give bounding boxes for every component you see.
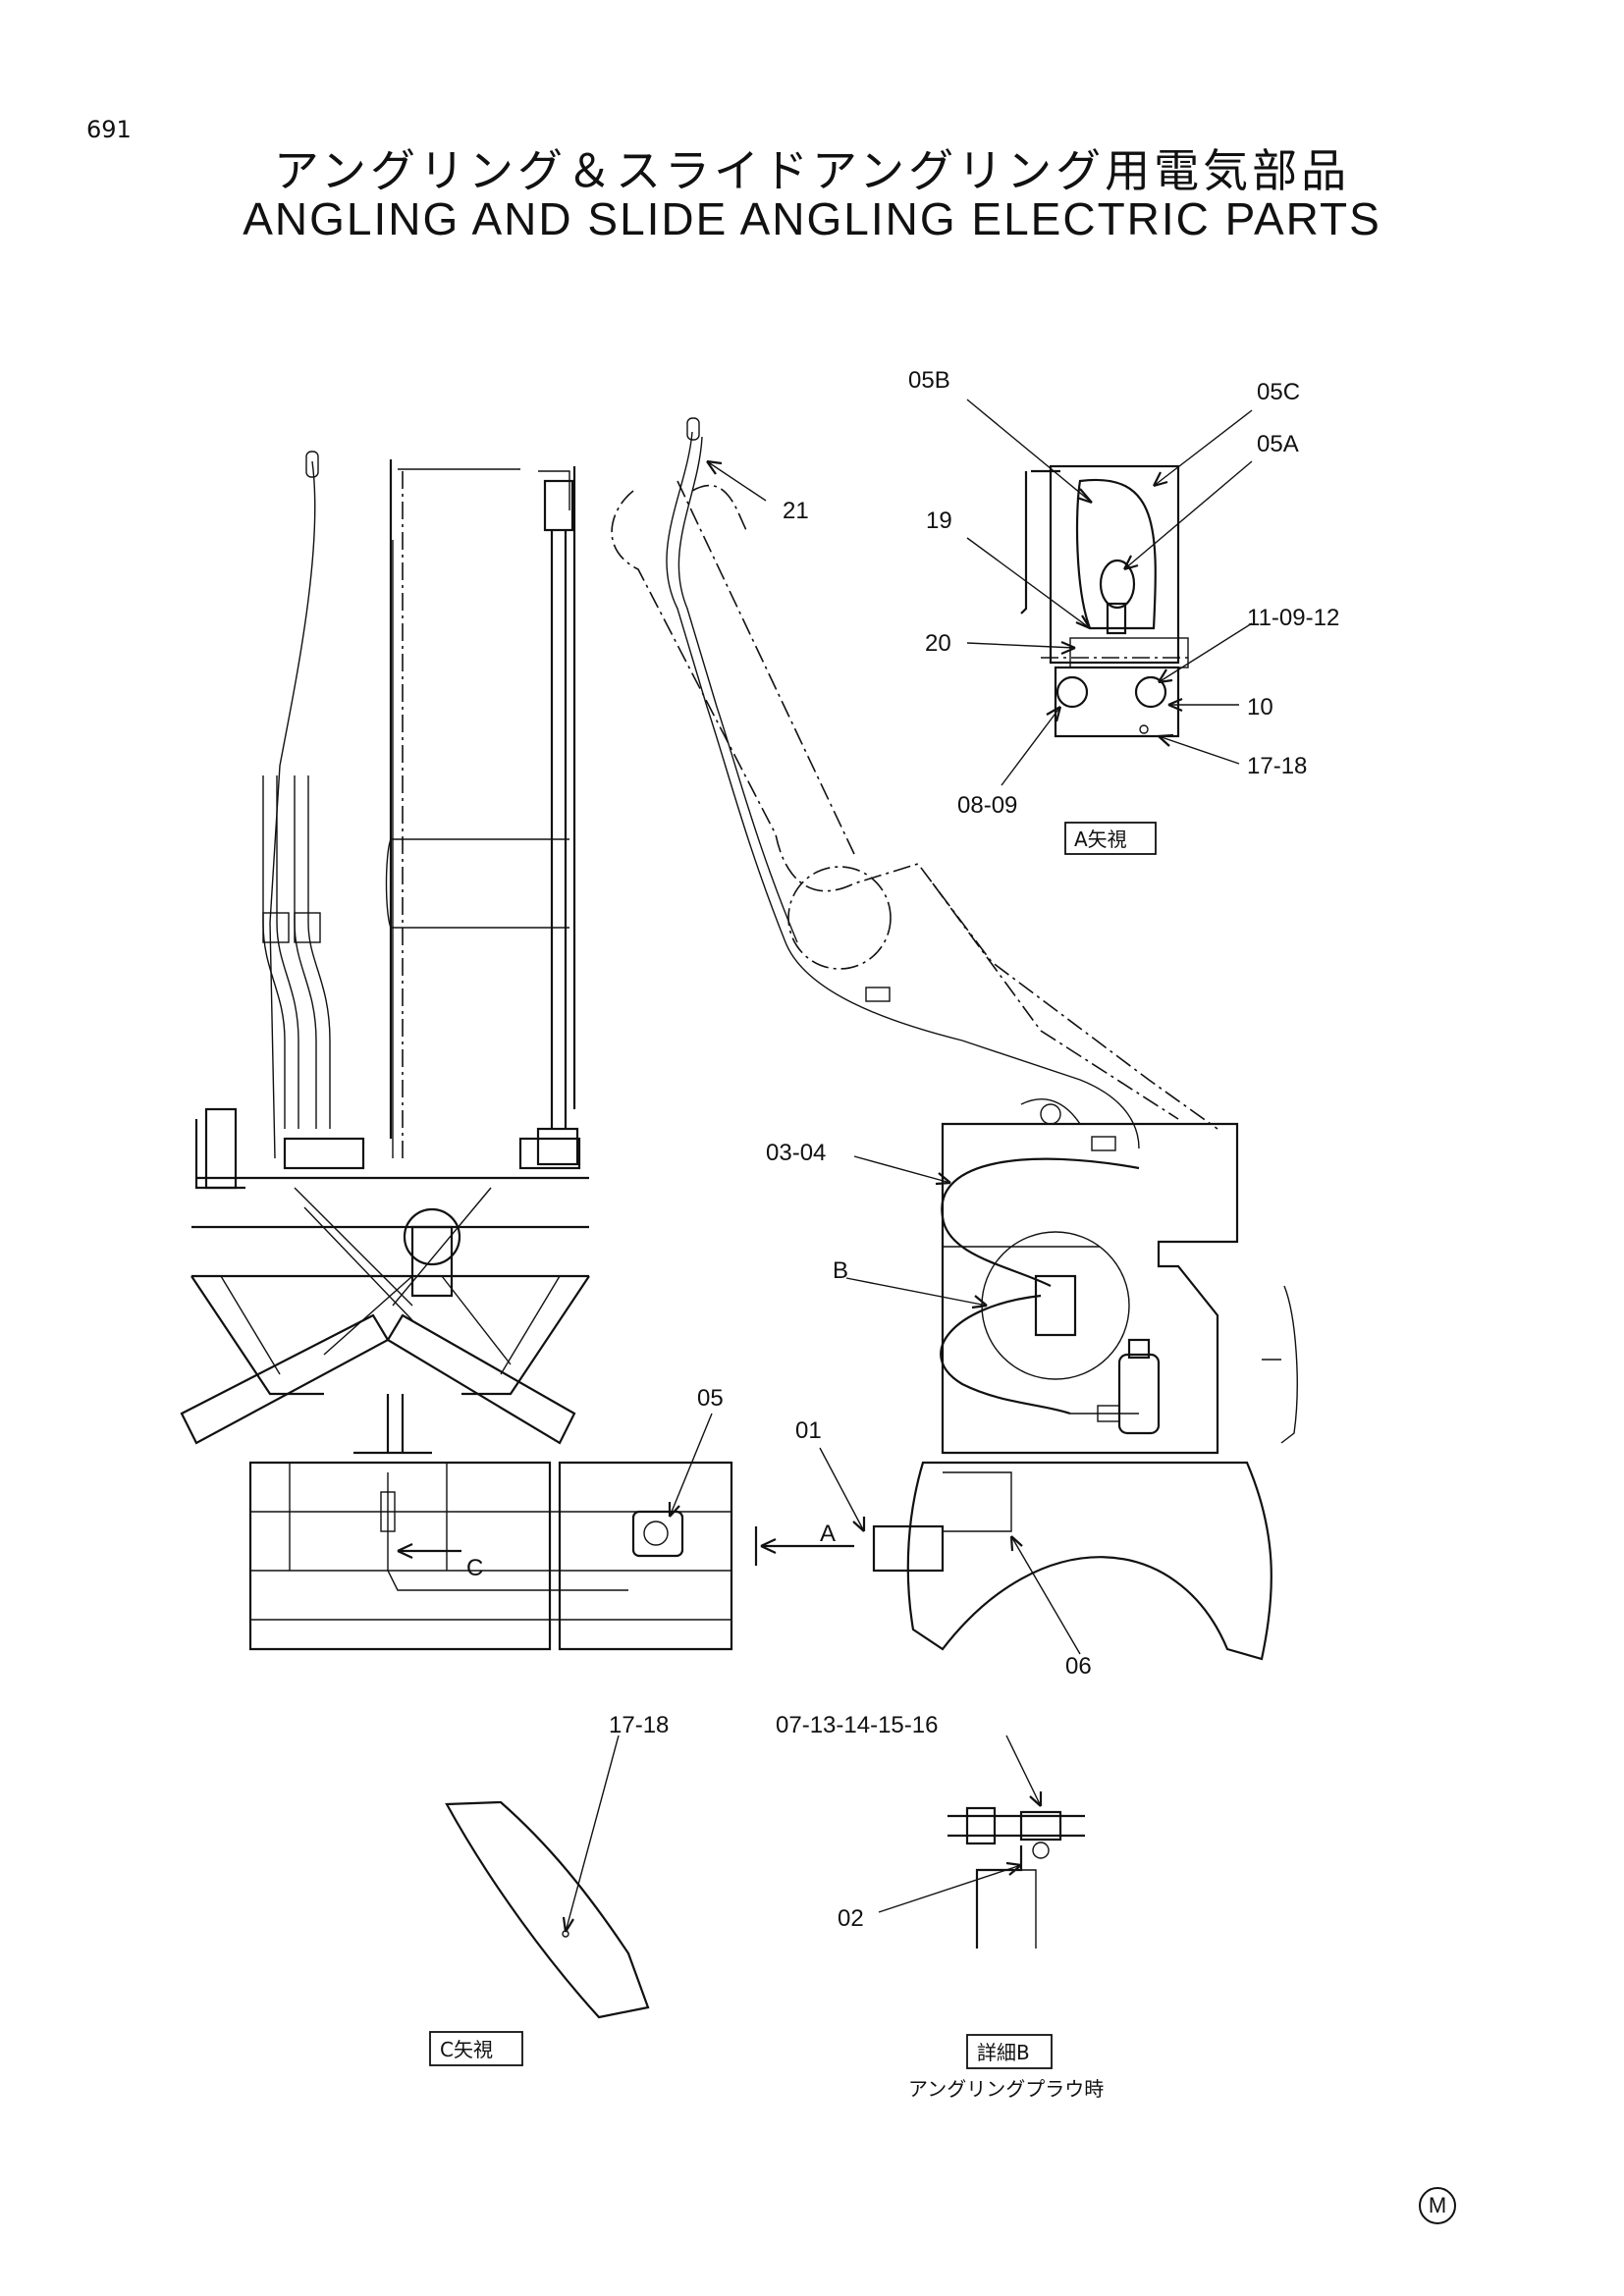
view-a-inset: [1020, 464, 1193, 855]
callout-05c: 05C: [1257, 379, 1300, 405]
page-title-japanese: アングリング＆スライドアングリング用電気部品: [273, 144, 1351, 197]
callout-10: 10: [1247, 694, 1273, 721]
detail-b-caption: アングリングプラウ時: [908, 2077, 1104, 2101]
callout-a: A: [820, 1521, 836, 1547]
leader-lines: [397, 399, 1253, 1933]
view-a-label: A矢視: [1074, 828, 1127, 851]
page-number: 691: [86, 116, 132, 143]
callout-05: 05: [697, 1385, 724, 1412]
machine-front-view: [180, 451, 733, 1651]
view-a-label-frame: [1064, 822, 1157, 855]
callout-19: 19: [926, 507, 952, 534]
callout-c: C: [466, 1555, 483, 1581]
callout-b: B: [833, 1257, 848, 1284]
callout-02: 02: [838, 1905, 864, 1932]
detail-b-inset: [947, 1806, 1085, 2069]
callout-06: 06: [1065, 1653, 1092, 1680]
callout-21: 21: [783, 498, 809, 524]
callout-03-04: 03-04: [766, 1140, 826, 1166]
callout-01: 01: [795, 1417, 822, 1444]
callout-17-18-top: 17-18: [1247, 753, 1307, 779]
callout-08-09: 08-09: [957, 792, 1017, 819]
view-c-inset: [429, 1800, 650, 2066]
corner-mark: M: [1419, 2187, 1456, 2224]
detail-b-label-frame: [966, 2034, 1053, 2069]
callout-05a: 05A: [1257, 431, 1299, 457]
callout-20: 20: [925, 630, 951, 657]
view-c-label-frame: [429, 2031, 523, 2066]
page-title-english: ANGLING AND SLIDE ANGLING ELECTRIC PARTS: [243, 193, 1381, 244]
callout-11-09-12: 11-09-12: [1247, 605, 1339, 631]
callout-05b: 05B: [908, 367, 950, 394]
callout-07-13-14-15-16: 07-13-14-15-16: [776, 1712, 938, 1738]
machine-side-view: [611, 417, 1298, 1661]
detail-b-label: 詳細B: [977, 2041, 1030, 2064]
callout-17-18-bottom: 17-18: [609, 1712, 669, 1738]
view-c-label: C矢視: [440, 2038, 493, 2061]
